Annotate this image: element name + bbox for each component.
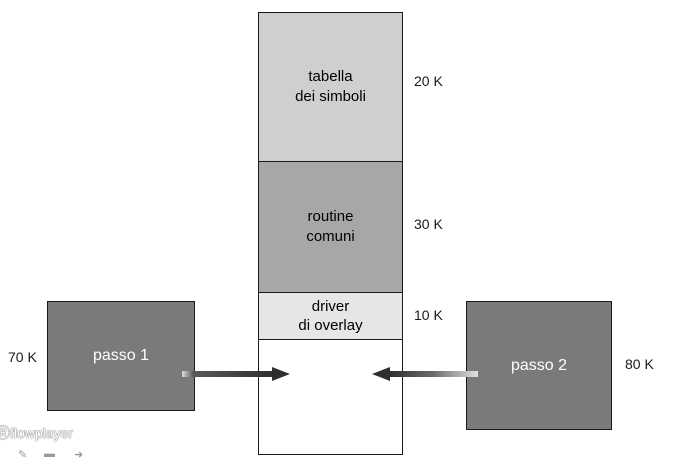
flowplayer-watermark: Ⓡflowplayer xyxy=(0,423,73,443)
arrow-right-icon[interactable]: ➜ xyxy=(74,449,84,461)
segment-overlay-area xyxy=(258,339,403,455)
segment-common-routines: routine comuni xyxy=(258,161,403,293)
pass-1-label: passo 1 xyxy=(92,347,150,364)
pass-2-size-label: 80 K xyxy=(625,356,654,372)
pencil-icon[interactable]: ✎ xyxy=(18,449,28,461)
pass-2-label: passo 2 xyxy=(510,356,568,374)
arrow-pass-1-to-memory xyxy=(182,367,290,381)
menu-icon[interactable]: ▬ xyxy=(44,448,55,460)
size-label-common-routines: 30 K xyxy=(414,216,443,232)
size-label-overlay-driver: 10 K xyxy=(414,307,443,323)
segment-symbol-table-label: tabella dei simboli xyxy=(295,68,366,105)
pass-1-size-label: 70 K xyxy=(8,349,37,365)
flowplayer-watermark-text: flowplayer xyxy=(10,425,74,441)
flowplayer-logo-icon: Ⓡ xyxy=(0,425,10,441)
arrow-pass-2-to-memory xyxy=(372,367,478,381)
segment-overlay-driver: driver di overlay xyxy=(258,292,403,340)
pass-1-block: passo 1 xyxy=(47,301,195,411)
segment-common-routines-label: routine comuni xyxy=(306,208,355,245)
segment-overlay-driver-label: driver di overlay xyxy=(298,298,363,334)
size-label-symbol-table: 20 K xyxy=(414,73,443,89)
pass-2-block: passo 2 xyxy=(466,301,612,430)
segment-symbol-table: tabella dei simboli xyxy=(258,12,403,162)
